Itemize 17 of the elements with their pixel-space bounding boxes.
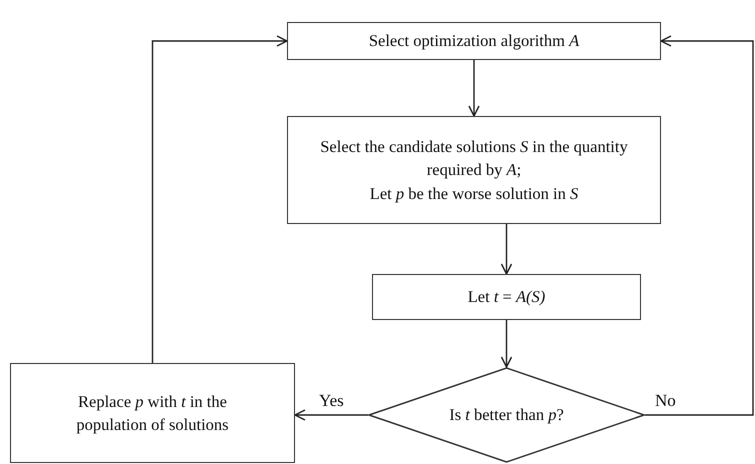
arrow [294,409,368,421]
node-text: Select the candidate solutions S in the quantity required by A; [319,136,629,182]
arrow [500,320,512,368]
process-box [10,363,295,463]
node-text: Replace p with t in the population of solutions [75,390,230,436]
arrow [152,35,288,363]
node-text: Let t = A(S) [468,286,546,308]
arrow [645,35,754,416]
node-text: Is t better than p? [449,404,564,426]
node-text: Select optimization algorithm A [368,30,580,52]
arrow [468,60,480,117]
process-box [287,116,661,224]
process-box [287,22,661,60]
process-box [372,274,641,320]
node-text: Let p be the worse solution in S [370,182,578,205]
arrow [500,224,512,275]
decision-diamond [368,367,645,463]
